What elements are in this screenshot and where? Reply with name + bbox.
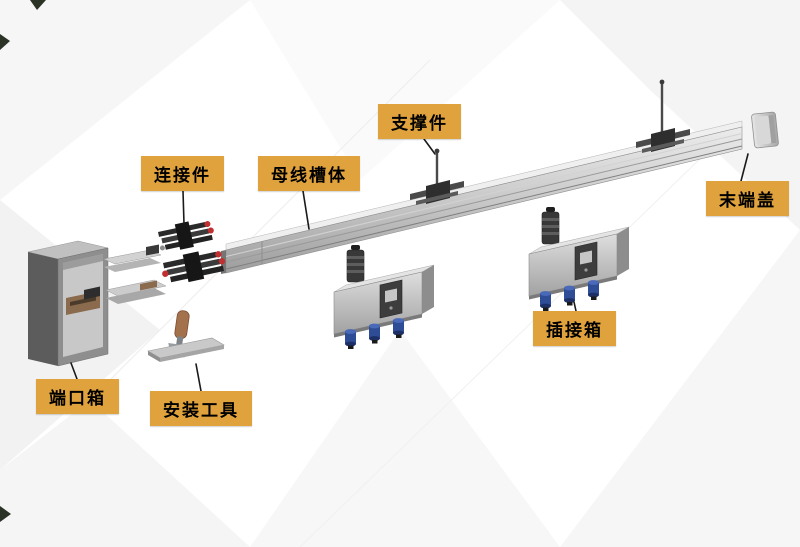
pointer-connector	[182, 190, 185, 225]
port-box-side	[28, 252, 58, 366]
connector-stack-upper	[158, 221, 214, 251]
port-box	[27, 240, 167, 367]
pointer-plug-in-box	[573, 301, 577, 312]
support-pin-tip	[434, 148, 440, 154]
pointer-port-box	[70, 362, 78, 380]
support-bracket-center	[410, 148, 464, 205]
pointer-support	[423, 138, 436, 155]
label-plug-in-box: 插接箱	[533, 311, 616, 346]
connector-stack-lower	[162, 251, 226, 283]
label-busbar-body: 母线槽体	[258, 156, 360, 191]
busbar-rail	[221, 120, 743, 274]
end-cap	[751, 111, 779, 149]
install-tool	[147, 310, 225, 362]
connector-parts	[158, 221, 226, 283]
pointer-end-cap	[740, 153, 749, 182]
flange-clamp	[146, 244, 159, 256]
label-connector: 连接件	[141, 156, 224, 191]
plug-in-box-center	[334, 245, 434, 349]
label-install-tool: 安装工具	[150, 391, 252, 426]
pointer-busbar-body	[302, 190, 310, 230]
label-support: 支撑件	[378, 104, 461, 139]
plug-in-box-right	[529, 207, 629, 311]
label-port-box: 端口箱	[36, 379, 119, 414]
corner-marks	[0, 0, 46, 522]
support-pin-tip	[659, 79, 665, 85]
pointer-lines	[70, 138, 749, 392]
support-bracket-right	[636, 79, 690, 153]
pointer-install-tool	[195, 363, 202, 392]
label-end-cap: 末端盖	[706, 181, 789, 216]
